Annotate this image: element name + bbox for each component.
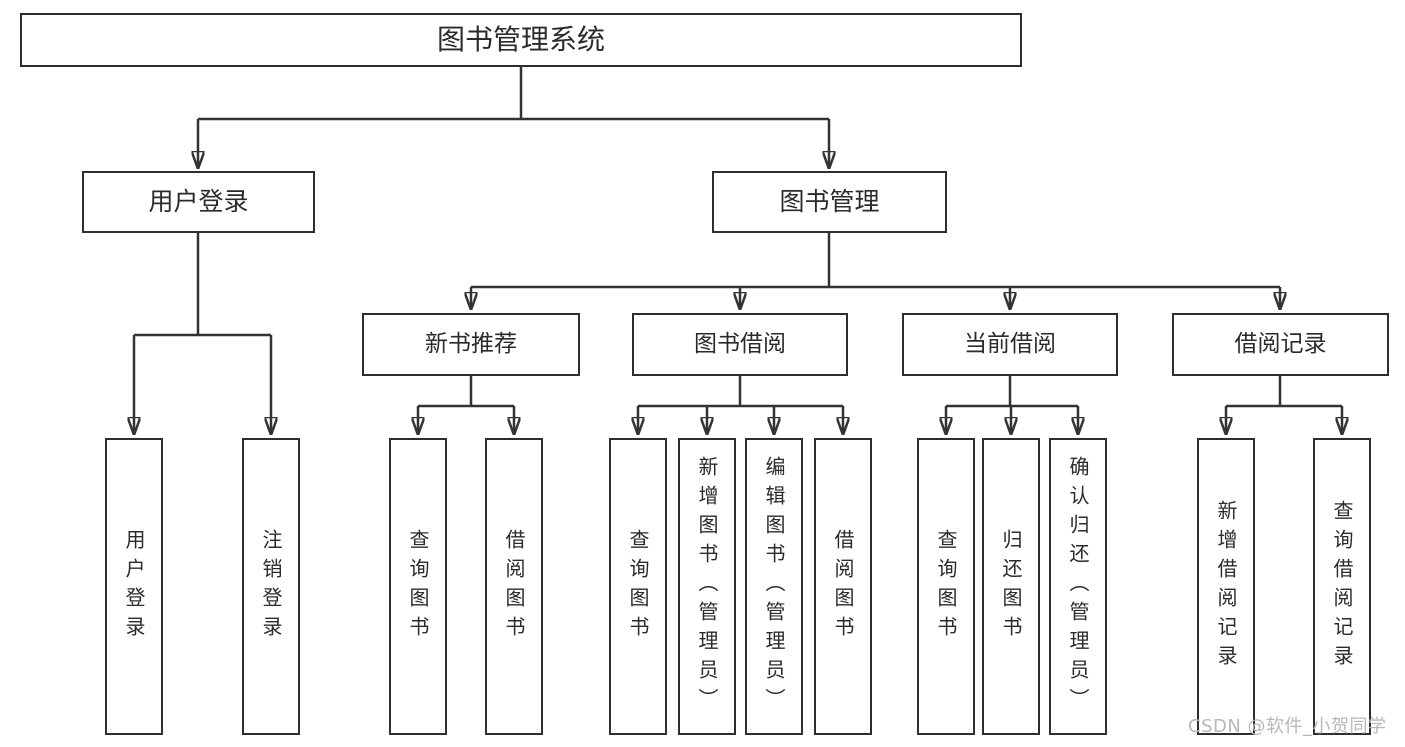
leaf-borrow-edit-books-admin-label: 编辑图书（管理员） — [762, 456, 786, 717]
node-book-borrow-label: 图书借阅 — [694, 330, 786, 357]
node-root: 图书管理系统 — [20, 13, 1022, 67]
node-borrow-records-label: 借阅记录 — [1234, 330, 1327, 357]
node-book-management: 图书管理 — [712, 171, 947, 233]
leaf-borrow-borrow-books-label: 借阅图书 — [831, 528, 855, 645]
leaf-newbook-borrow-books: 借阅图书 — [485, 438, 543, 735]
leaf-current-confirm-return-admin-label: 确认归还（管理员） — [1066, 456, 1090, 717]
leaf-records-add-record-label: 新增借阅记录 — [1214, 499, 1238, 674]
node-book-management-label: 图书管理 — [779, 187, 880, 217]
leaf-borrow-edit-books-admin: 编辑图书（管理员） — [745, 438, 803, 735]
connector-borrow-records-elbow — [1226, 376, 1342, 408]
leaf-borrow-add-books-admin-label: 新增图书（管理员） — [695, 456, 719, 717]
csdn-watermark: CSDN @软件_小贺同学 — [1188, 716, 1387, 737]
node-borrow-records: 借阅记录 — [1172, 313, 1389, 376]
leaf-newbook-query-books: 查询图书 — [389, 438, 447, 735]
leaf-borrow-borrow-books: 借阅图书 — [814, 438, 872, 735]
node-book-borrow: 图书借阅 — [632, 313, 848, 376]
connector-root-elbow — [198, 67, 829, 121]
connector-new-book-elbow — [418, 376, 514, 408]
leaf-user-login: 用户登录 — [105, 438, 163, 735]
node-user-login: 用户登录 — [82, 171, 315, 233]
leaf-current-return-books-label: 归还图书 — [999, 528, 1023, 645]
leaf-records-add-record: 新增借阅记录 — [1197, 438, 1255, 735]
leaf-records-query-record: 查询借阅记录 — [1313, 438, 1371, 735]
leaf-borrow-query-books-label: 查询图书 — [626, 528, 650, 645]
leaf-newbook-query-books-label: 查询图书 — [406, 528, 430, 645]
node-root-label: 图书管理系统 — [436, 22, 605, 56]
node-current-borrow: 当前借阅 — [902, 313, 1118, 376]
connector-book-management-elbow — [471, 233, 1280, 289]
leaf-borrow-query-books: 查询图书 — [609, 438, 667, 735]
leaf-newbook-borrow-books-label: 借阅图书 — [502, 528, 526, 645]
leaf-borrow-add-books-admin: 新增图书（管理员） — [678, 438, 736, 735]
connector-current-borrow-elbow — [946, 376, 1078, 408]
connector-book-borrow-elbow — [638, 376, 843, 408]
leaf-user-login-label: 用户登录 — [122, 528, 146, 645]
node-new-book-recommend-label: 新书推荐 — [425, 330, 517, 357]
leaf-logout-login-label: 注销登录 — [259, 528, 283, 645]
leaf-current-query-books: 查询图书 — [917, 438, 975, 735]
node-current-borrow-label: 当前借阅 — [964, 330, 1056, 357]
connector-user-login-elbow — [134, 233, 271, 337]
leaf-current-return-books: 归还图书 — [982, 438, 1040, 735]
node-user-login-label: 用户登录 — [148, 187, 249, 217]
leaf-records-query-record-label: 查询借阅记录 — [1330, 499, 1354, 674]
leaf-logout-login: 注销登录 — [242, 438, 300, 735]
node-new-book-recommend: 新书推荐 — [362, 313, 580, 376]
leaf-current-confirm-return-admin: 确认归还（管理员） — [1049, 438, 1107, 735]
leaf-current-query-books-label: 查询图书 — [934, 528, 958, 645]
